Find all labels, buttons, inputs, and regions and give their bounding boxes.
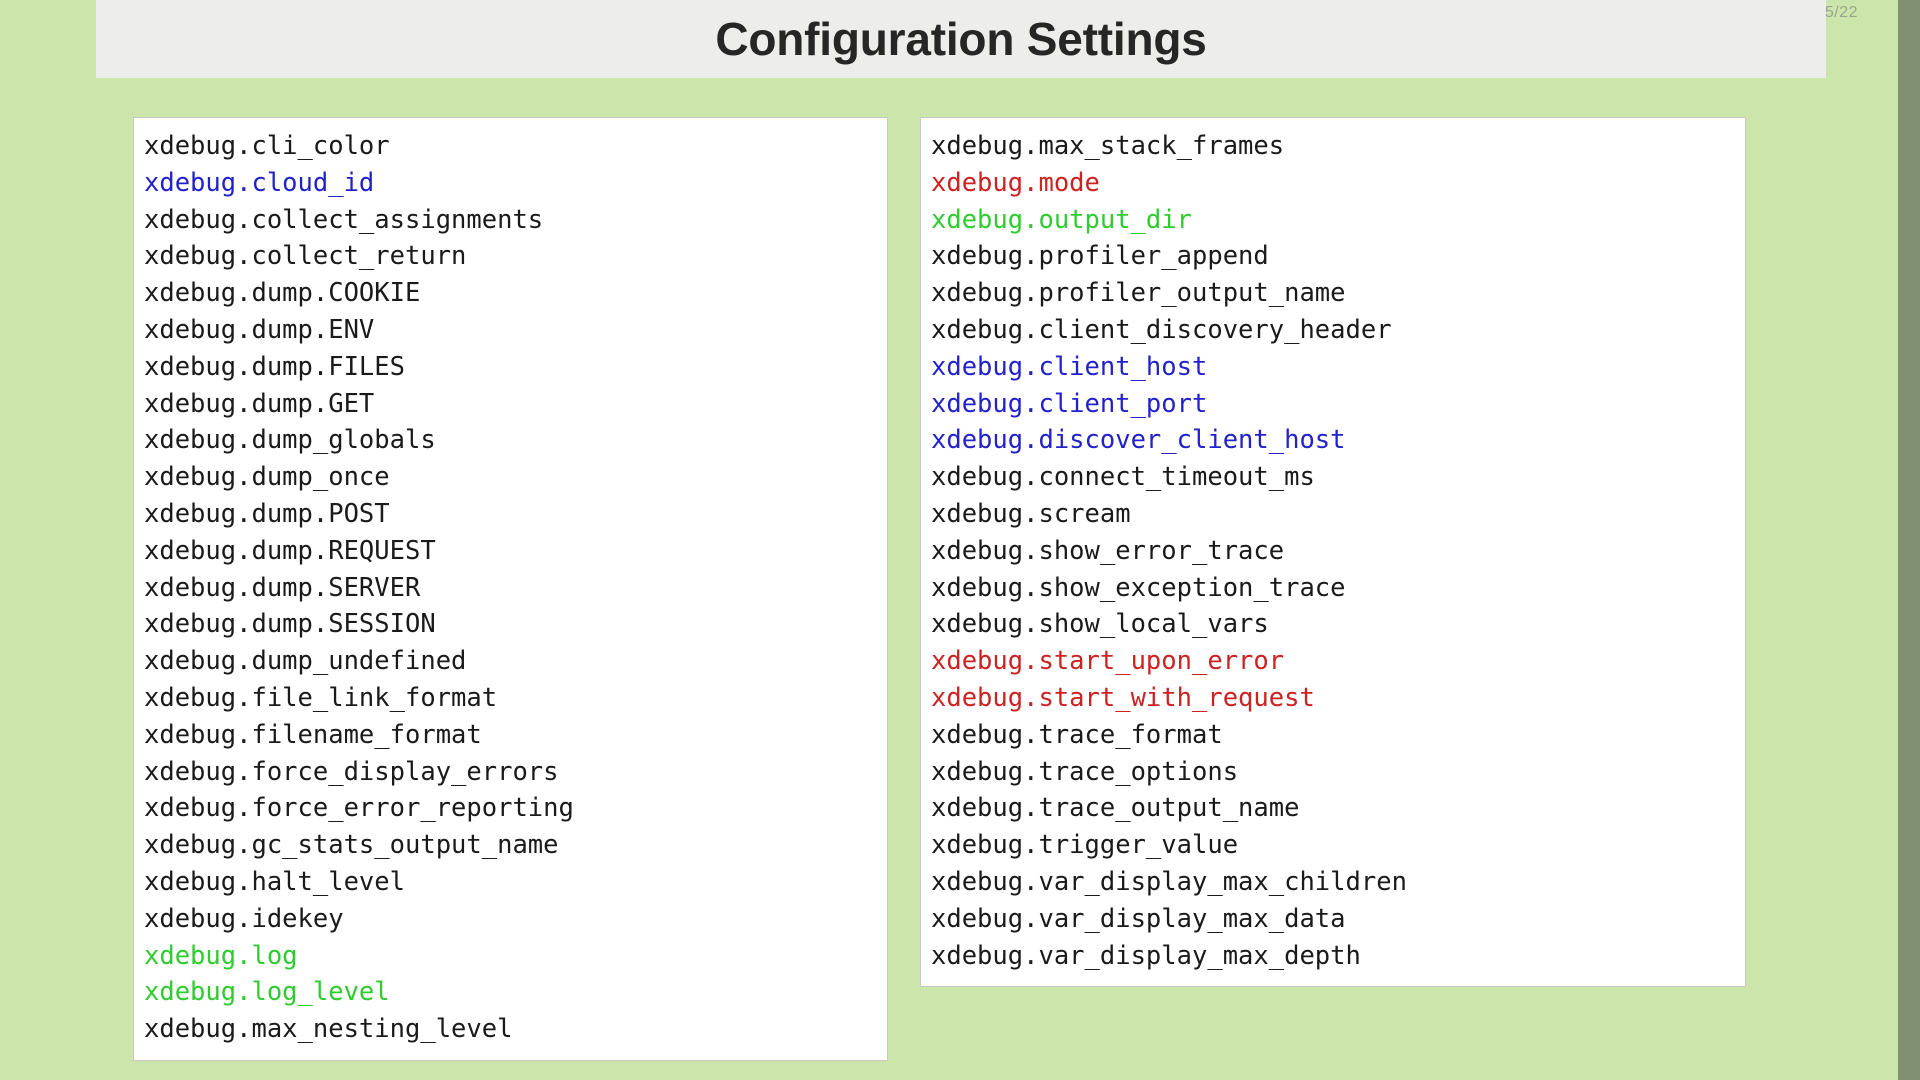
- config-setting-item[interactable]: xdebug.var_display_max_data: [931, 903, 1346, 934]
- config-setting-item[interactable]: xdebug.trace_output_name: [931, 793, 1300, 824]
- config-setting-item[interactable]: xdebug.cli_color: [144, 131, 390, 161]
- config-card-right: xdebug.max_stack_frames xdebug.mode xdebug…: [920, 117, 1746, 988]
- config-setting-item[interactable]: xdebug.dump.FILES: [144, 351, 405, 382]
- config-setting-item[interactable]: xdebug.dump.REQUEST: [144, 535, 436, 566]
- config-setting-item[interactable]: xdebug.collect_return: [144, 241, 467, 272]
- config-setting-item[interactable]: xdebug.start_upon_error: [931, 646, 1285, 677]
- config-setting-item[interactable]: xdebug.var_display_max_children: [931, 866, 1407, 897]
- config-setting-item[interactable]: xdebug.trace_options: [931, 756, 1239, 787]
- config-setting-item[interactable]: xdebug.trigger_value: [931, 830, 1239, 861]
- config-setting-item[interactable]: xdebug.dump_undefined: [144, 646, 467, 677]
- config-card-left: xdebug.cli_color xdebug.cloud_id xdebug.co…: [133, 117, 888, 1061]
- config-setting-item[interactable]: xdebug.dump.ENV: [144, 314, 375, 345]
- config-setting-item[interactable]: xdebug.output_dir: [931, 204, 1192, 235]
- right-edge-strip: [1898, 0, 1920, 1080]
- config-setting-item[interactable]: xdebug.show_local_vars: [931, 609, 1269, 640]
- config-setting-item[interactable]: xdebug.log: [144, 940, 298, 971]
- config-setting-item[interactable]: xdebug.max_stack_frames: [931, 131, 1285, 161]
- config-setting-item[interactable]: xdebug.dump.SESSION: [144, 609, 436, 640]
- config-setting-item[interactable]: xdebug.dump.SERVER: [144, 572, 421, 603]
- config-setting-item[interactable]: xdebug.dump_globals: [144, 425, 436, 456]
- config-setting-item[interactable]: xdebug.dump.POST: [144, 498, 390, 529]
- config-setting-item[interactable]: xdebug.gc_stats_output_name: [144, 830, 559, 861]
- page-title: Configuration Settings: [715, 13, 1207, 65]
- config-setting-item[interactable]: xdebug.idekey: [144, 903, 344, 934]
- config-setting-item[interactable]: xdebug.filename_format: [144, 719, 482, 750]
- config-setting-item[interactable]: xdebug.var_display_max_depth: [931, 940, 1361, 971]
- config-setting-item[interactable]: xdebug.client_host: [931, 351, 1208, 382]
- config-setting-item[interactable]: xdebug.collect_assignments: [144, 204, 544, 235]
- config-setting-item[interactable]: xdebug.halt_level: [144, 866, 405, 897]
- config-setting-item[interactable]: xdebug.connect_timeout_ms: [931, 462, 1315, 493]
- config-setting-item[interactable]: xdebug.cloud_id: [144, 167, 375, 198]
- config-setting-item[interactable]: xdebug.client_discovery_header: [931, 314, 1392, 345]
- config-list-left: xdebug.cli_color xdebug.cloud_id xdebug.co…: [134, 128, 887, 1048]
- config-setting-item[interactable]: xdebug.dump.GET: [144, 388, 375, 419]
- config-setting-item[interactable]: xdebug.show_exception_trace: [931, 572, 1346, 603]
- config-setting-item[interactable]: xdebug.force_error_reporting: [144, 793, 574, 824]
- config-setting-item[interactable]: xdebug.dump.COOKIE: [144, 278, 421, 309]
- config-setting-item[interactable]: xdebug.client_port: [931, 388, 1208, 419]
- config-setting-item[interactable]: xdebug.start_with_request: [931, 682, 1315, 713]
- config-setting-item[interactable]: xdebug.force_display_errors: [144, 756, 559, 787]
- config-setting-item[interactable]: xdebug.dump_once: [144, 462, 390, 493]
- config-setting-item[interactable]: xdebug.mode: [931, 167, 1100, 198]
- config-setting-item[interactable]: xdebug.trace_format: [931, 719, 1223, 750]
- header-band: Configuration Settings: [96, 0, 1826, 78]
- config-setting-item[interactable]: xdebug.file_link_format: [144, 682, 498, 713]
- config-setting-item[interactable]: xdebug.scream: [931, 498, 1131, 529]
- config-setting-item[interactable]: xdebug.log_level: [144, 977, 390, 1008]
- config-setting-item[interactable]: xdebug.show_error_trace: [931, 535, 1285, 566]
- config-setting-item[interactable]: xdebug.profiler_append: [931, 241, 1269, 272]
- config-setting-item[interactable]: xdebug.discover_client_host: [931, 425, 1346, 456]
- config-setting-item[interactable]: xdebug.profiler_output_name: [931, 278, 1346, 309]
- config-list-right: xdebug.max_stack_frames xdebug.mode xdebug…: [921, 128, 1745, 974]
- page-counter: 5/22: [1824, 4, 1858, 21]
- config-setting-item[interactable]: xdebug.max_nesting_level: [144, 1014, 513, 1045]
- config-columns: xdebug.cli_color xdebug.cloud_id xdebug.co…: [133, 117, 1746, 1061]
